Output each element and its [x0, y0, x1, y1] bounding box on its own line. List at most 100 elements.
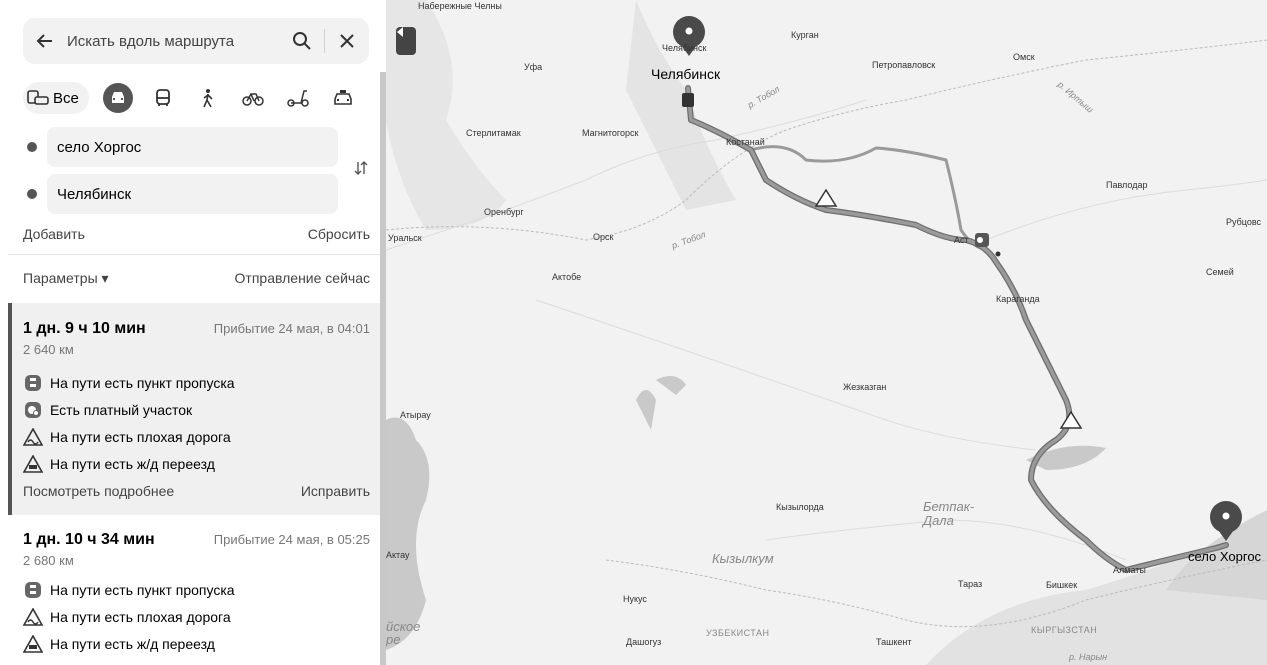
- feature-text: На пути есть ж/д переезд: [50, 635, 215, 652]
- checkpoint-marker-icon[interactable]: [682, 93, 694, 107]
- route-feature: На пути есть пункт пропуска: [23, 576, 370, 603]
- feature-text: На пути есть пункт пропуска: [50, 374, 235, 391]
- city-label: Набережные Челны: [418, 1, 502, 11]
- add-waypoint-link[interactable]: Добавить: [23, 226, 85, 242]
- departure-time-link[interactable]: Отправление сейчас: [234, 270, 370, 286]
- route-fix-link[interactable]: Исправить: [300, 483, 370, 499]
- route-feature: Есть платный участок: [23, 396, 370, 423]
- aral-sea: [656, 376, 686, 395]
- route-duration: 1 дн. 9 ч 10 мин: [23, 320, 146, 337]
- bad-road-marker-icon[interactable]: [814, 188, 838, 207]
- mode-transit-button[interactable]: [144, 81, 182, 115]
- search-separator: [324, 29, 325, 53]
- mode-taxi-button[interactable]: [324, 81, 362, 115]
- city-label: Актобе: [552, 272, 582, 282]
- country-label: УЗБЕКИСТАН: [706, 628, 770, 638]
- search-icon: [293, 32, 311, 50]
- toll-marker-icon[interactable]: [975, 233, 989, 247]
- city-label: Тараз: [958, 579, 983, 589]
- city-label: Нукус: [623, 594, 647, 604]
- region-label: Бетпак- Дала: [923, 499, 975, 528]
- city-label: Оренбург: [484, 207, 524, 217]
- origin-label: село Хоргос: [1188, 549, 1262, 564]
- road: [765, 519, 1127, 561]
- waypoint-from: село Хоргос: [23, 127, 338, 167]
- close-button[interactable]: [325, 18, 369, 64]
- search-along-route-input[interactable]: Искать вдоль маршрута: [67, 32, 235, 50]
- city-label: Бишкек: [1046, 580, 1078, 590]
- bad-road-icon: [23, 427, 43, 447]
- destination-label: Челябинск: [651, 66, 721, 82]
- mode-all-button[interactable]: Все: [23, 82, 89, 114]
- back-button[interactable]: [23, 32, 67, 50]
- mode-scooter-button[interactable]: [279, 81, 317, 115]
- waypoint-to: Челябинск: [23, 174, 338, 214]
- city-label: Магнитогорск: [582, 128, 639, 138]
- city-label: Актау: [386, 550, 410, 560]
- map-view[interactable]: Набережные Челны Челябинск Челябинск Кур…: [386, 0, 1267, 665]
- swap-icon: [354, 161, 368, 175]
- feature-text: На пути есть пункт пропуска: [50, 581, 235, 598]
- close-icon: [340, 34, 354, 48]
- parameters-dropdown[interactable]: Параметры ▾: [23, 270, 109, 286]
- mountains: [1166, 510, 1267, 600]
- collapse-panel-button[interactable]: [396, 27, 416, 55]
- divider: [8, 254, 380, 255]
- route-panel: Искать вдоль маршрута Все: [0, 0, 380, 665]
- scooter-icon: [287, 90, 309, 107]
- from-field[interactable]: село Хоргос: [47, 127, 338, 167]
- city-label: Караганда: [996, 294, 1040, 304]
- origin-pin-icon[interactable]: [1210, 501, 1242, 541]
- route-feature: На пути есть плохая дорога: [23, 603, 370, 630]
- mode-car-button[interactable]: [102, 83, 133, 113]
- mode-bicycle-button[interactable]: [234, 81, 272, 115]
- route-features: На пути есть пункт пропуска На пути есть…: [23, 576, 370, 657]
- route-duration: 1 дн. 10 ч 34 мин: [23, 531, 155, 548]
- city-label: Дашогуз: [626, 637, 662, 647]
- checkpoint-icon: [23, 580, 43, 600]
- city-label: Костанай: [726, 137, 765, 147]
- terrain-shading: [386, 0, 506, 230]
- railway-crossing-icon: [23, 454, 43, 474]
- city-label: Омск: [1013, 52, 1035, 62]
- feature-text: Есть платный участок: [50, 401, 193, 418]
- city-label: Павлодар: [1106, 180, 1148, 190]
- city-label: Орск: [593, 232, 614, 242]
- mountains: [926, 520, 1267, 665]
- mode-walk-button[interactable]: [189, 81, 227, 115]
- panel-scrollbar[interactable]: [380, 72, 386, 665]
- route-feature: На пути есть пункт пропуска: [23, 369, 370, 396]
- route-feature: На пути есть ж/д переезд: [23, 450, 370, 477]
- route-distance: 2 680 км: [23, 553, 74, 568]
- bad-road-marker-icon[interactable]: [1059, 410, 1083, 429]
- route-feature: На пути есть ж/д переезд: [23, 630, 370, 657]
- route-option-2[interactable]: 1 дн. 10 ч 34 мин Прибытие 24 мая, в 05:…: [8, 515, 380, 665]
- destination-pin-icon[interactable]: [673, 16, 705, 56]
- selected-route-indicator: [8, 303, 12, 515]
- road: [535, 299, 1037, 451]
- city-label: Петропавловск: [872, 60, 936, 70]
- city-label: Челябинск: [662, 43, 707, 53]
- country-border: [605, 559, 1267, 628]
- back-arrow-icon: [36, 34, 52, 48]
- swap-waypoints-button[interactable]: [350, 153, 372, 183]
- to-field[interactable]: Челябинск: [47, 174, 338, 214]
- alternate-route-line: [749, 145, 983, 250]
- map-canvas: [386, 0, 1267, 665]
- route-details-link[interactable]: Посмотреть подробнее: [23, 483, 175, 499]
- search-button[interactable]: [280, 18, 324, 64]
- railway-crossing-icon: [23, 634, 43, 654]
- route-option-1[interactable]: 1 дн. 9 ч 10 мин Прибытие 24 мая, в 04:0…: [8, 303, 380, 515]
- city-label: Атырау: [400, 410, 431, 420]
- region-label: Кызылкум: [712, 551, 774, 566]
- city-label: Жезказган: [843, 382, 887, 392]
- waypoint-actions: Добавить Сбросить: [23, 226, 370, 242]
- road: [386, 99, 867, 251]
- reset-link[interactable]: Сбросить: [307, 226, 370, 242]
- city-label: Аст: [954, 235, 969, 245]
- bicycle-icon: [242, 93, 264, 106]
- city-label: Рубцовс: [1226, 217, 1261, 227]
- country-border: [386, 39, 1267, 241]
- route-features: На пути есть пункт пропуска Есть платный…: [23, 369, 370, 477]
- city-label: Стерлитамак: [466, 128, 521, 138]
